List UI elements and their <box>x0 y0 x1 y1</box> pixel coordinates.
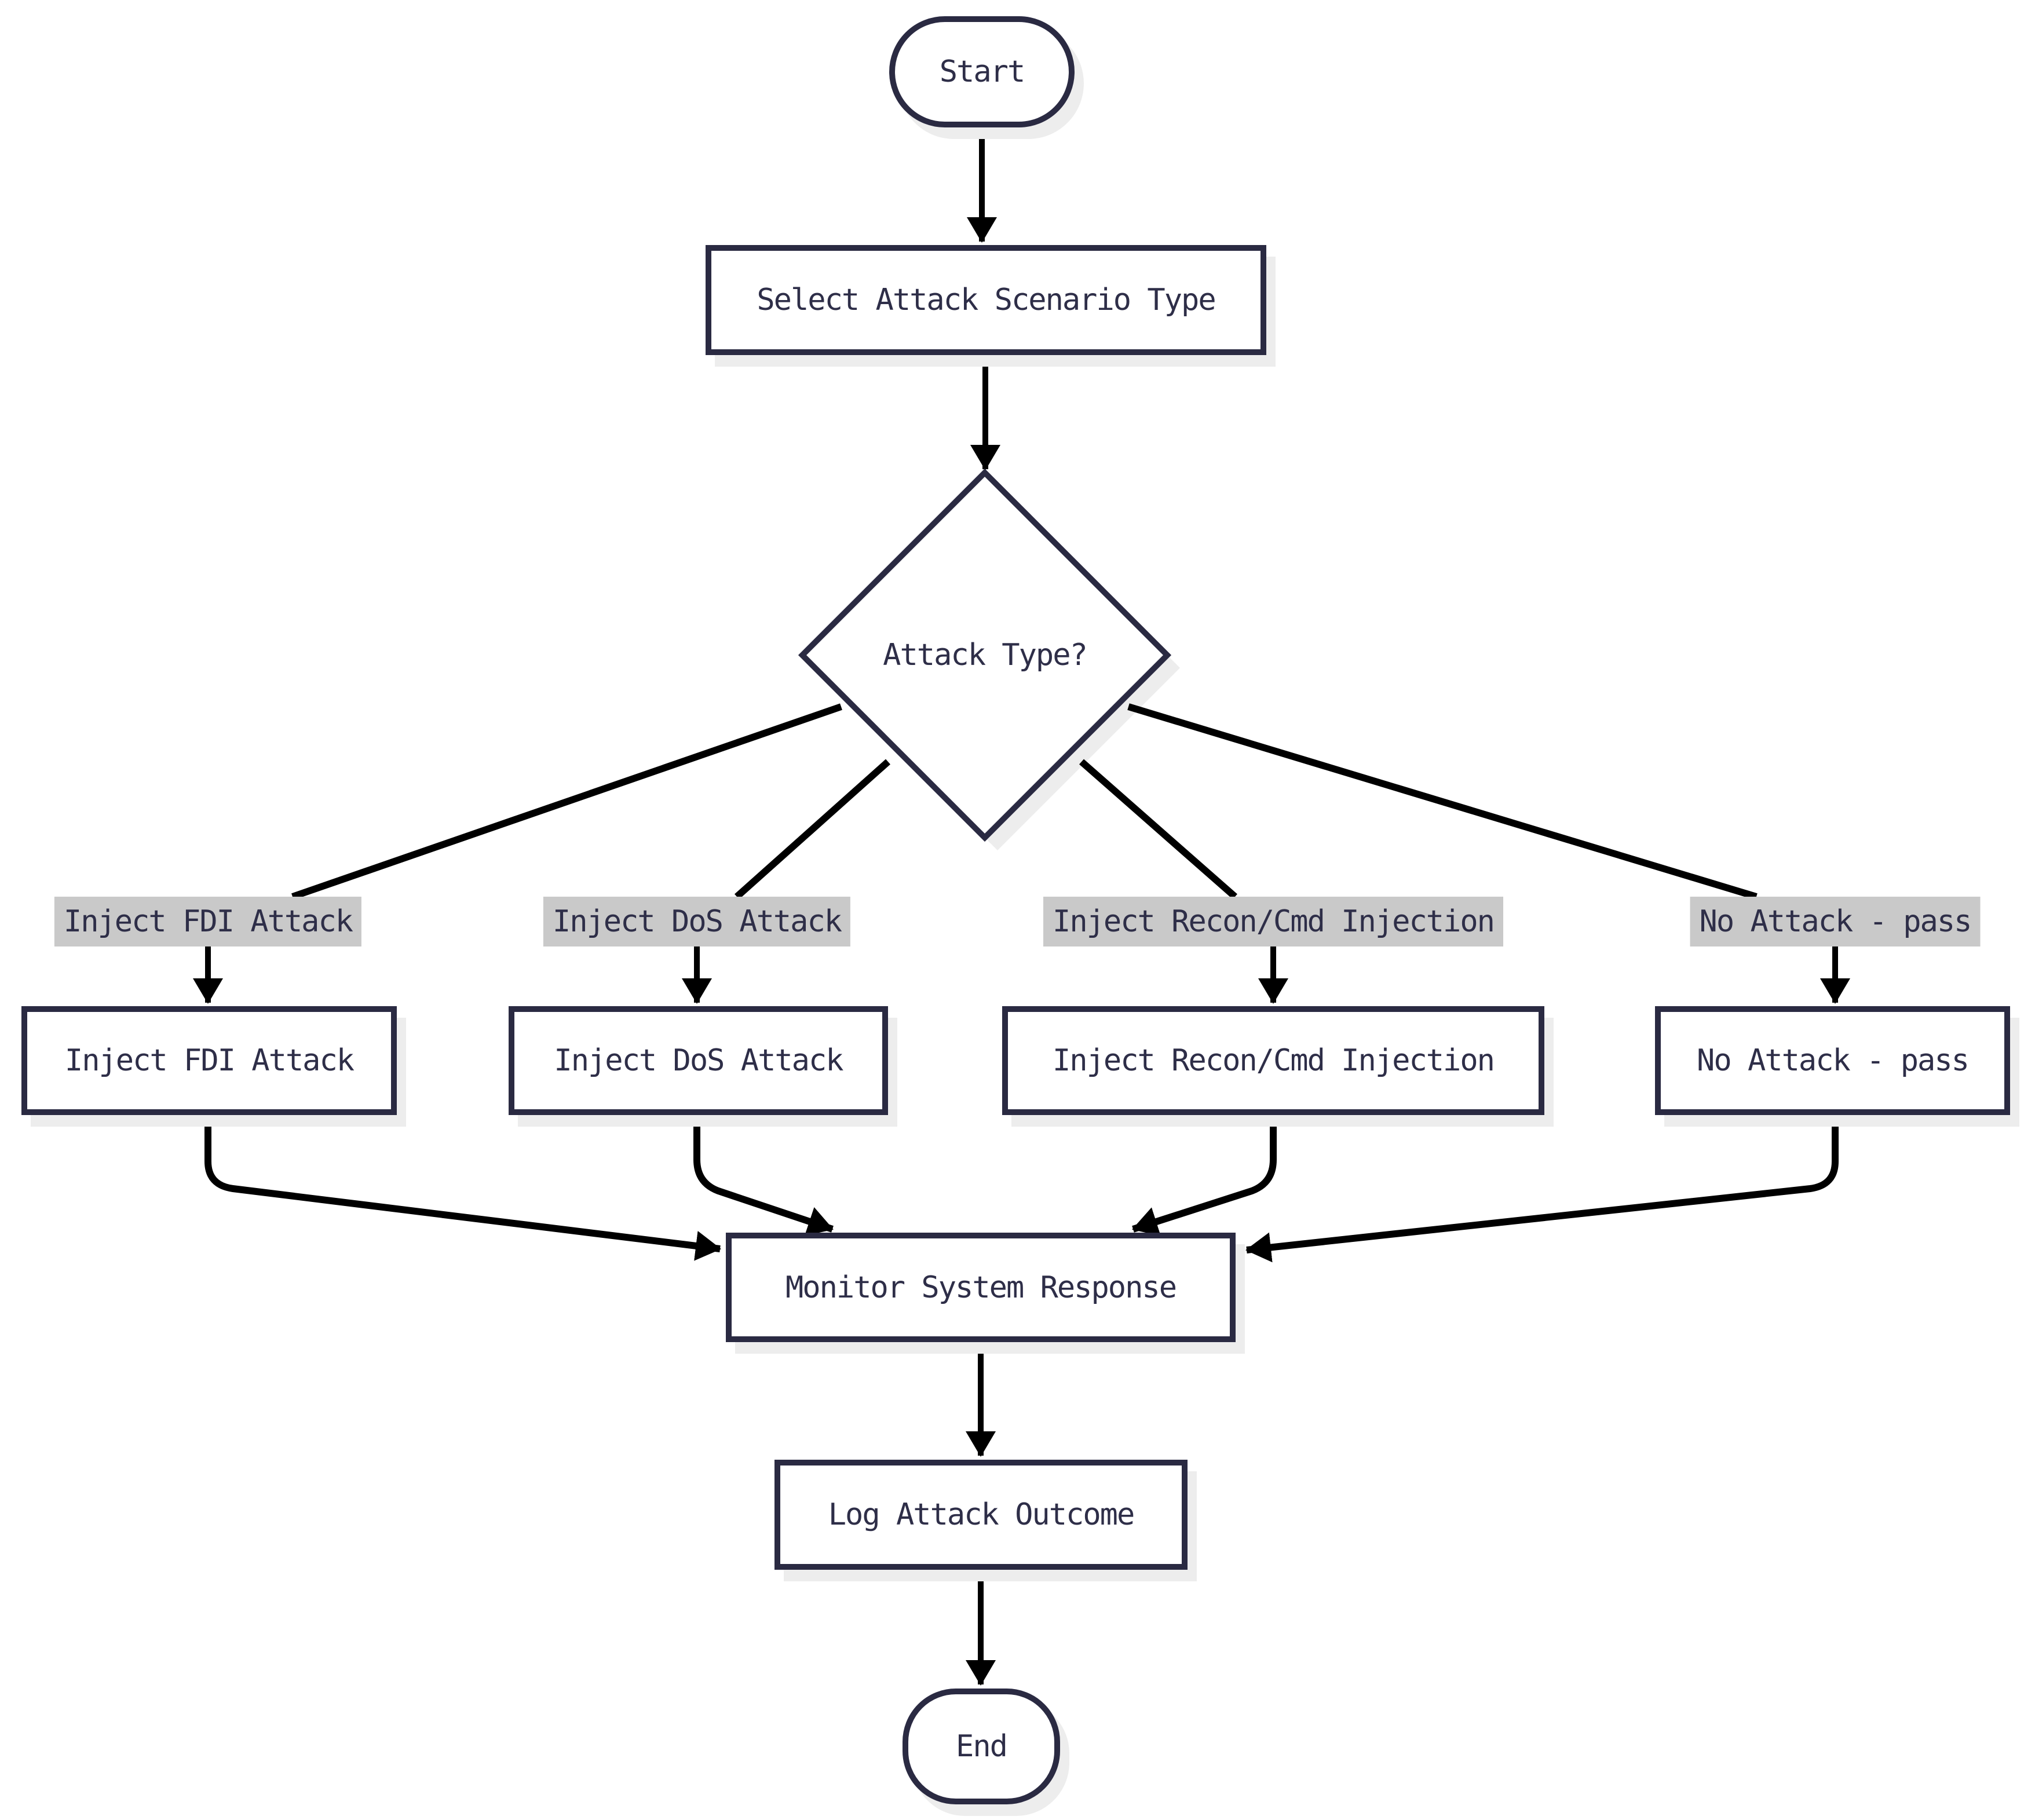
edge-label-inject-fdi: Inject FDI Attack <box>54 897 362 946</box>
node-select-attack-scenario: Select Attack Scenario Type <box>706 245 1266 355</box>
edge-label-inject-dos: Inject DoS Attack <box>543 897 851 946</box>
node-inject-fdi-attack: Inject FDI Attack <box>21 1006 397 1115</box>
node-inject-recon-cmd-injection: Inject Recon/Cmd Injection <box>1002 1006 1544 1115</box>
node-end: End <box>903 1689 1060 1804</box>
edge-label-inject-recon: Inject Recon/Cmd Injection <box>1043 897 1503 946</box>
edge-dos-to-monitor <box>693 1115 834 1236</box>
edge-label-no-attack: No Attack - pass <box>1690 897 1981 946</box>
node-no-attack-pass: No Attack - pass <box>1655 1006 2010 1115</box>
node-decision-label: Attack Type? <box>883 638 1088 673</box>
node-start: Start <box>889 16 1075 127</box>
node-monitor-system-response: Monitor System Response <box>726 1233 1236 1342</box>
edge-noattack-to-monitor <box>1245 1115 1839 1263</box>
edge-recon-to-monitor <box>1132 1115 1277 1236</box>
node-log-attack-outcome: Log Attack Outcome <box>774 1460 1188 1570</box>
edge-decision-to-recon-label <box>1079 759 1237 900</box>
node-inject-dos-attack: Inject DoS Attack <box>509 1006 888 1115</box>
edge-fdi-to-monitor <box>204 1115 721 1261</box>
edge-decision-to-fdi-label <box>291 703 842 900</box>
decision-diamond <box>798 468 1172 842</box>
edge-decision-to-dos-label <box>735 759 890 900</box>
edge-decision-to-noattack-label <box>1127 703 1758 900</box>
